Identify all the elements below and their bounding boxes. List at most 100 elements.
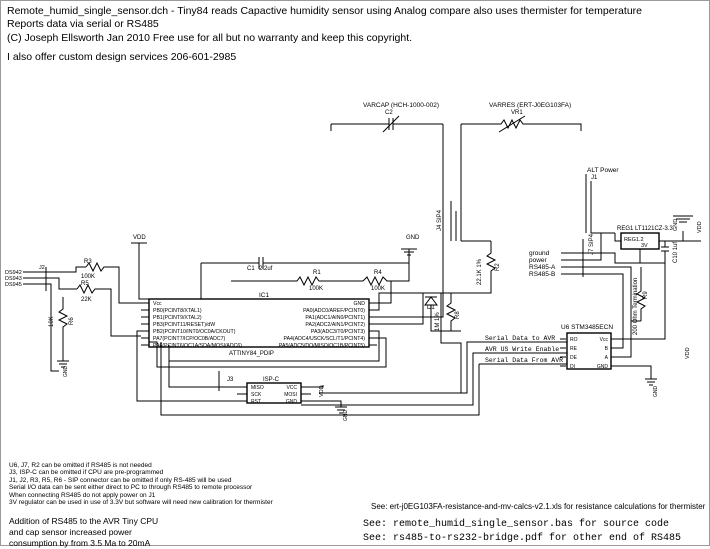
r2-ref: R2 [495,263,501,271]
isp-body [246,382,302,404]
ic1-left-pin-label: PB3(PCINT11/RESET)/dW [153,322,215,328]
alt-power-label: ALT Power [587,167,619,174]
vdd-u6: VDD [685,347,691,359]
r8-val: 1M 1% [435,312,441,331]
label-serial-from-avr: Serial Data From AVR [485,357,563,364]
isp-right-pin-label: VCC [286,385,297,391]
j7-label-leads [561,252,583,275]
ic1-right-pin-label: PA3(ADC3/T0/PCINT3) [311,329,365,335]
j4-ref: J4 SIP4 [437,209,443,231]
ic1-right-pin-label: PA0(ADC0/AREF/PCINT0) [303,308,365,314]
gnd-top: GND [406,235,420,241]
c10-ref: C10 1uf [673,242,679,263]
ds-943: DS943 [5,276,22,282]
note-6: 3V regulator can be used in use of 3.3V … [9,499,273,507]
j2-wire-1 [46,266,86,273]
c1-val: 2.2uf [259,266,273,272]
isp-left-pin-label: RST [251,399,261,405]
termination-label: 200 Ohm Termination [633,278,639,335]
rs485-left-pin-label: RO [570,337,578,343]
j7-wires [583,233,665,331]
r1-val: 100K [309,286,323,292]
d1-diode [424,296,438,306]
r2-resistor [423,241,497,294]
j2-ref: J2 [39,265,45,271]
services-line: I also offer custom design services 206-… [7,51,237,63]
copyright-line: (C) Joseph Ellsworth Jan 2010 Free use f… [7,32,413,44]
c2-variable-capacitor [330,115,443,133]
vdd-isp: VDD [319,385,325,397]
reg-gnd-symbol [673,215,693,223]
sensor-leads [442,124,462,231]
r3-resistor [85,261,141,304]
ic1-right-pin-label: PA1(ADC1/AIN0/PCINT1) [305,315,365,321]
ic1-left-pin-label: PB2(PCINT10/INT0/OC0A/CKOUT) [153,329,236,335]
d1-wire [430,305,461,332]
ds-945: DS945 [5,282,22,288]
r5-val: 22K [81,297,92,303]
vdd-rail-left [131,242,149,300]
sense-to-ic-wire [440,331,462,393]
j2-pins [23,271,46,285]
rs485-right-pin-label: A [605,355,609,361]
isp-left-pin-label: SCK [251,392,262,398]
see-rs485-bridge: See: rs485-to-rs232-bridge.pdf for other… [363,533,682,544]
vdd-left: VDD [133,235,146,241]
j1-wires [585,223,615,234]
gnd-r6: GND [63,366,69,378]
label-rs485a: RS485-A [529,264,556,271]
title-line: Remote_humid_single_sensor.dch - Tiny84 … [7,5,642,17]
r3-ref: R3 [84,259,92,265]
rs485-power-note: Addition of RS485 to the AVR Tiny CPU an… [9,516,159,548]
u6-to-mcu-wires [160,341,480,416]
u6-a-wire [611,320,641,358]
c10-capacitor [661,241,669,263]
ic1-left-pin-label: PA6(PCINT6/OC1A/SDA/MOSI/ADC6) [153,343,242,349]
notes-block: U6, J7, R2 can be omitted if RS485 is no… [9,462,273,506]
ds-942: DS942 [5,270,22,276]
ic1-part: ATTINY84_PDIP [229,351,274,357]
ic1-pa2-wire [369,293,424,325]
ic1-right-pin-label: PA4(ADC4/USCK/SCL/T1/PCINT4) [284,336,366,342]
ic1-body [148,298,370,348]
see-resistance-calcs: See: ert-j0EG103FA-resistance-and-mv-cal… [371,502,706,511]
vr1-ref: VR1 [511,110,523,116]
j3-ref: J3 [227,377,234,383]
j1-pins [585,174,592,223]
ic1-right-pin-label: GND [353,301,365,307]
r8-resistor [445,293,457,331]
j4-pins [442,231,462,241]
gnd-u6: GND [653,386,659,398]
ic1-left-pin-label: PB0(PCINT8/XTAL1) [153,308,202,314]
note-1: U6, J7, R2 can be omitted if RS485 is no… [9,462,152,469]
r4-val: 100K [371,286,385,292]
see-source-code: See: remote_humid_single_sensor.bas for … [363,519,670,530]
ic1-right-pins: GNDPA0(ADC0/AREF/PCINT0)PA1(ADC1/AIN0/PC… [279,301,377,349]
r9-resistor [635,267,647,321]
gnd-top-symbol [401,248,417,263]
r4-ref: R4 [374,270,382,276]
r6-val: 10K [49,316,55,327]
rs485-right-pin-label: B [605,346,609,352]
r9-ref: R9 [643,291,649,299]
j7-ref: J7 SIP4 [589,233,595,255]
note-2: J3, ISP-C can be omitted if CPU are pre-… [9,469,164,477]
c1-ref: C1 [247,266,255,272]
r2-val: 22.1K 1% [477,258,483,285]
isp-right-pin-label: GND [286,399,298,405]
r8-ref: R8 [455,311,461,319]
isp-gnd-wire [301,400,342,403]
ic1-right-pin-label: PA2(ADC2/AIN1/PCINT2) [305,322,365,328]
isp-right-pin-label: MOSI [284,392,297,398]
reg-voltage: 3V [641,243,648,249]
label-serial-to-avr: Serial Data to AVR [485,335,555,342]
ic1-pa3-wire [168,330,380,362]
c1-capacitor [258,257,264,269]
label-power: power [529,257,548,264]
ic1-gnd-wire [369,281,392,304]
